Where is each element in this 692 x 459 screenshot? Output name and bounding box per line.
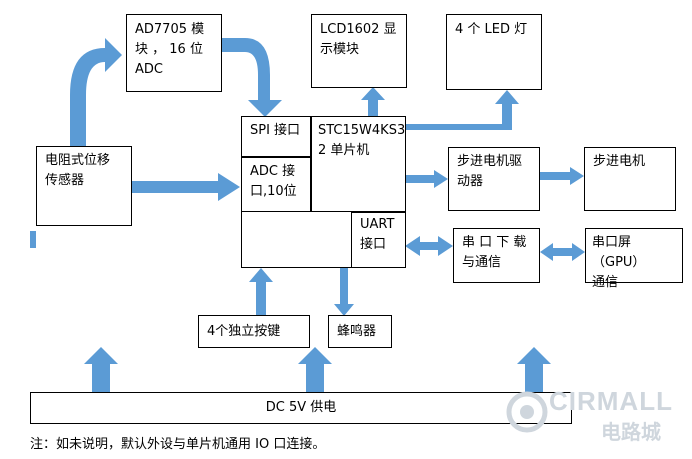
spi-interface-block: SPI 接口 — [241, 116, 311, 157]
uart-interface-block: UART 接口 — [351, 212, 406, 268]
lcd1602-module-block: LCD1602 显 示模块 — [311, 14, 407, 88]
keys-block: 4个独立按键 — [198, 315, 310, 348]
watermark-logo-icon — [506, 391, 548, 433]
arrow-mcu-to-lcd — [361, 87, 385, 116]
left-marker — [30, 231, 36, 248]
arrow-mcu-to-driver — [405, 170, 448, 188]
arrow-power-3 — [517, 347, 551, 392]
arrow-keys-to-mcu — [249, 268, 273, 315]
arrow-power-2 — [298, 347, 332, 392]
footnote: 注：如未说明，默认外设与单片机通用 IO 口连接。 — [30, 437, 326, 452]
mcu-block: STC15W4KS3 2 单片机 — [311, 116, 406, 212]
adc-interface-block: ADC 接 口,10位 — [241, 157, 311, 212]
arrow-ad7705-to-spi — [222, 38, 282, 117]
arrow-uart-serial — [405, 236, 453, 256]
arrow-power-1 — [84, 347, 118, 392]
arrow-mcu-to-buzzer — [334, 268, 354, 316]
buzzer-block: 蜂鸣器 — [328, 315, 392, 348]
arrow-driver-to-motor — [540, 167, 584, 185]
arrow-sensor-to-adc — [132, 173, 240, 201]
arrow-sensor-to-ad7705 — [70, 38, 122, 148]
ad7705-module-block: AD7705 模 块 ， 16 位 ADC — [126, 14, 222, 92]
stepper-motor-block: 步进电机 — [584, 147, 676, 211]
watermark-brand: CIRMALL — [549, 386, 673, 416]
displacement-sensor-block: 电阻式位移 传感器 — [36, 146, 132, 226]
arrow-mcu-to-led — [405, 90, 519, 130]
power-supply-block: DC 5V 供电 — [30, 392, 572, 424]
stepper-driver-block: 步进电机驱 动器 — [448, 147, 540, 211]
serial-screen-block: 串口屏（GPU） 通信 — [585, 228, 683, 290]
watermark-sub: 电路城 — [601, 422, 661, 444]
arrow-serial-screen — [540, 243, 585, 261]
watermark: CIRMALL 电路城 — [505, 384, 685, 444]
led-block: 4 个 LED 灯 — [446, 14, 542, 90]
serial-download-block: 串 口 下 载 与通信 — [453, 228, 540, 283]
